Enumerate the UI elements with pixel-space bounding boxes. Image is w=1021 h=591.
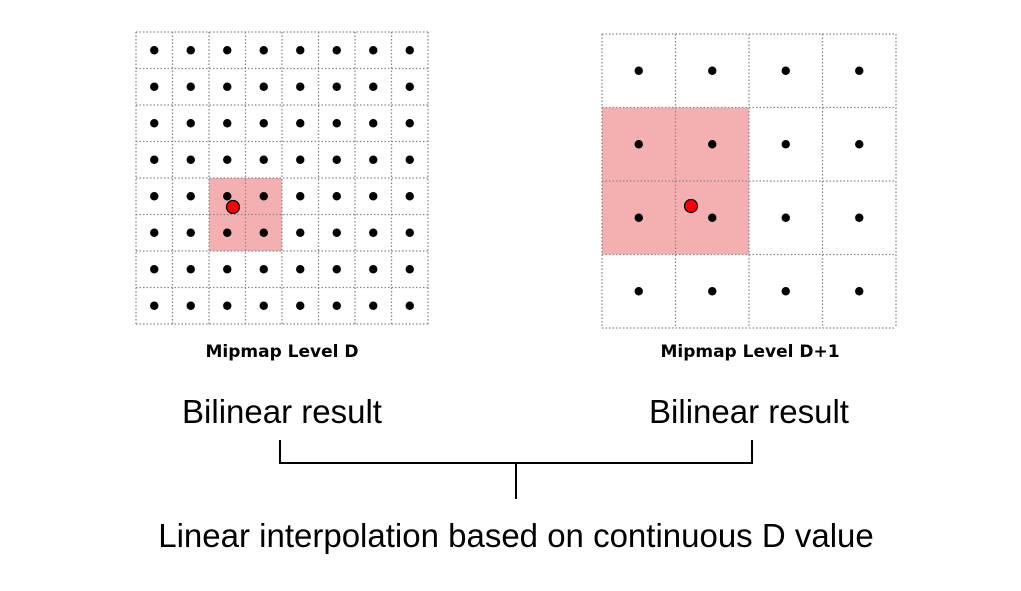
texel-center-dot [296, 228, 305, 237]
texel-center-dot [405, 228, 414, 237]
texel-center-dot [781, 66, 790, 75]
combine-bracket [279, 440, 753, 499]
texel-center-dot [369, 301, 378, 310]
texel-center-dot [223, 46, 232, 55]
texel-center-dot [259, 228, 268, 237]
texel-center-dot [150, 46, 159, 55]
texel-center-dot [296, 265, 305, 274]
texel-center-dot [855, 287, 864, 296]
texel-center-dot [259, 82, 268, 91]
texel-center-dot [708, 287, 717, 296]
texel-center-dot [296, 192, 305, 201]
bilinear-result-right: Bilinear result [649, 393, 849, 430]
texel-center-dot [259, 119, 268, 128]
texel-center-dot [369, 119, 378, 128]
texel-center-dot [332, 46, 341, 55]
texel-center-dot [634, 66, 643, 75]
texel-center-dot [369, 82, 378, 91]
texel-center-dot [405, 265, 414, 274]
texel-center-dot [186, 155, 195, 164]
texel-center-dot [259, 301, 268, 310]
texel-center-dot [781, 213, 790, 222]
texel-center-dot [332, 119, 341, 128]
texel-center-dot [150, 228, 159, 237]
texel-center-dot [855, 66, 864, 75]
texel-center-dot [405, 46, 414, 55]
texel-center-dot [332, 155, 341, 164]
texel-center-dot [634, 140, 643, 149]
texel-center-dot [186, 82, 195, 91]
texel-center-dot [405, 82, 414, 91]
texel-center-dot [781, 287, 790, 296]
texel-center-dot [332, 82, 341, 91]
texel-center-dot [223, 228, 232, 237]
texel-center-dot [150, 265, 159, 274]
texel-center-dot [405, 301, 414, 310]
texel-center-dot [186, 265, 195, 274]
texel-center-dot [223, 119, 232, 128]
texel-center-dot [369, 192, 378, 201]
texel-center-dot [150, 82, 159, 91]
texel-center-dot [405, 192, 414, 201]
texel-center-dot [150, 119, 159, 128]
texel-center-dot [223, 301, 232, 310]
texel-center-dot [223, 155, 232, 164]
texel-center-dot [405, 119, 414, 128]
texel-center-dot [223, 192, 232, 201]
texel-center-dot [296, 119, 305, 128]
texel-center-dot [259, 46, 268, 55]
texel-center-dot [223, 265, 232, 274]
texel-center-dot [634, 213, 643, 222]
texel-center-dot [186, 228, 195, 237]
texel-center-dot [855, 213, 864, 222]
texel-center-dot [296, 155, 305, 164]
mipmap-level-d1-caption: Mipmap Level D+1 [660, 342, 840, 362]
texel-center-dot [150, 301, 159, 310]
texel-center-dot [296, 82, 305, 91]
texel-center-dot [186, 119, 195, 128]
texel-center-dot [296, 46, 305, 55]
texel-center-dot [369, 265, 378, 274]
texel-center-dot [259, 265, 268, 274]
texel-center-dot [332, 265, 341, 274]
texel-center-dot [332, 301, 341, 310]
texel-center-dot [405, 155, 414, 164]
mipmap-level-d-grid [135, 31, 429, 325]
texel-center-dot [150, 155, 159, 164]
texel-center-dot [634, 287, 643, 296]
sample-point [683, 198, 699, 214]
texel-center-dot [708, 213, 717, 222]
texel-center-dot [259, 155, 268, 164]
linear-interpolation-label: Linear interpolation based on continuous… [158, 517, 874, 554]
texel-center-dot [332, 228, 341, 237]
texel-center-dot [296, 301, 305, 310]
bilinear-result-left: Bilinear result [182, 393, 382, 430]
texel-center-dot [855, 140, 864, 149]
texel-center-dot [332, 192, 341, 201]
texel-center-dot [781, 140, 790, 149]
texel-center-dot [708, 140, 717, 149]
texel-center-dot [259, 192, 268, 201]
sample-point [225, 199, 241, 215]
texel-center-dot [369, 155, 378, 164]
texel-center-dot [223, 82, 232, 91]
mipmap-level-d-caption: Mipmap Level D [205, 342, 359, 362]
texel-center-dot [150, 192, 159, 201]
texel-center-dot [186, 192, 195, 201]
mipmap-level-d1-grid [601, 33, 897, 329]
texel-center-dot [369, 228, 378, 237]
texel-center-dot [186, 46, 195, 55]
texel-center-dot [708, 66, 717, 75]
texel-center-dot [186, 301, 195, 310]
texel-center-dot [369, 46, 378, 55]
